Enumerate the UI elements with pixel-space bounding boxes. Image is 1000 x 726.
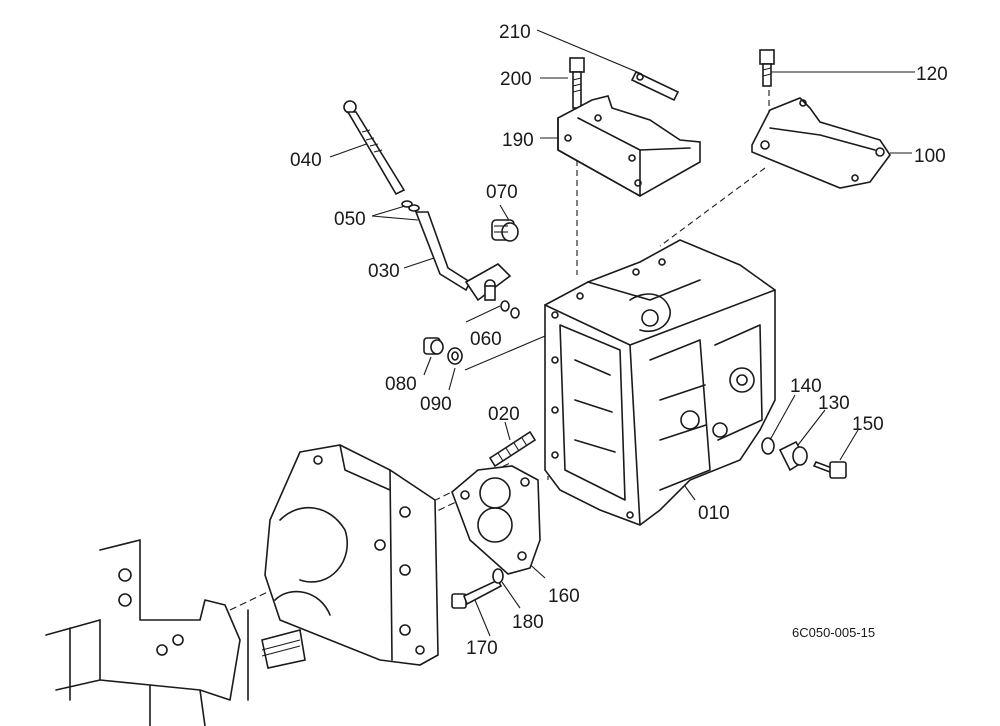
label-040: 040 [290, 150, 322, 171]
part-210-pin [630, 70, 680, 102]
label-070: 070 [486, 182, 518, 203]
label-050: 050 [334, 209, 366, 230]
part-010-transmission-case [544, 239, 776, 526]
part-070-cap [491, 219, 519, 242]
label-210: 210 [499, 22, 531, 43]
part-150-bolt [812, 460, 847, 479]
part-190-bracket [557, 95, 701, 197]
label-160: 160 [548, 586, 580, 607]
label-140: 140 [790, 376, 822, 397]
label-180: 180 [512, 612, 544, 633]
label-080: 080 [385, 374, 417, 395]
part-120-bolt [759, 49, 775, 87]
gearbox-housing-left [261, 444, 439, 669]
label-170: 170 [466, 638, 498, 659]
label-120: 120 [916, 64, 948, 85]
label-090: 090 [420, 394, 452, 415]
drawing-reference: 6C050-005-15 [792, 625, 875, 640]
label-100: 100 [914, 146, 946, 167]
part-160-cover [451, 465, 541, 575]
part-180-washer [492, 568, 504, 584]
label-150: 150 [852, 414, 884, 435]
part-100-plate [751, 97, 891, 189]
part-030-rod [414, 211, 512, 302]
label-060: 060 [470, 329, 502, 350]
label-020: 020 [488, 404, 520, 425]
part-170-bolt [451, 578, 503, 609]
part-200-bolt [569, 57, 585, 109]
label-030: 030 [368, 261, 400, 282]
frame-bracket-left [45, 539, 249, 726]
label-200: 200 [500, 69, 532, 90]
part-080-plug [423, 337, 444, 355]
label-190: 190 [502, 130, 534, 151]
part-130-plug [778, 440, 808, 472]
label-010: 010 [698, 503, 730, 524]
part-140-oring [761, 437, 775, 455]
part-040-lever [343, 100, 406, 196]
part-090-washer [447, 347, 463, 365]
part-labels: 210 200 120 190 100 040 070 050 030 060 … [290, 22, 948, 659]
part-020-stud [488, 430, 537, 468]
part-060-orings [500, 300, 520, 319]
label-130: 130 [818, 393, 850, 414]
